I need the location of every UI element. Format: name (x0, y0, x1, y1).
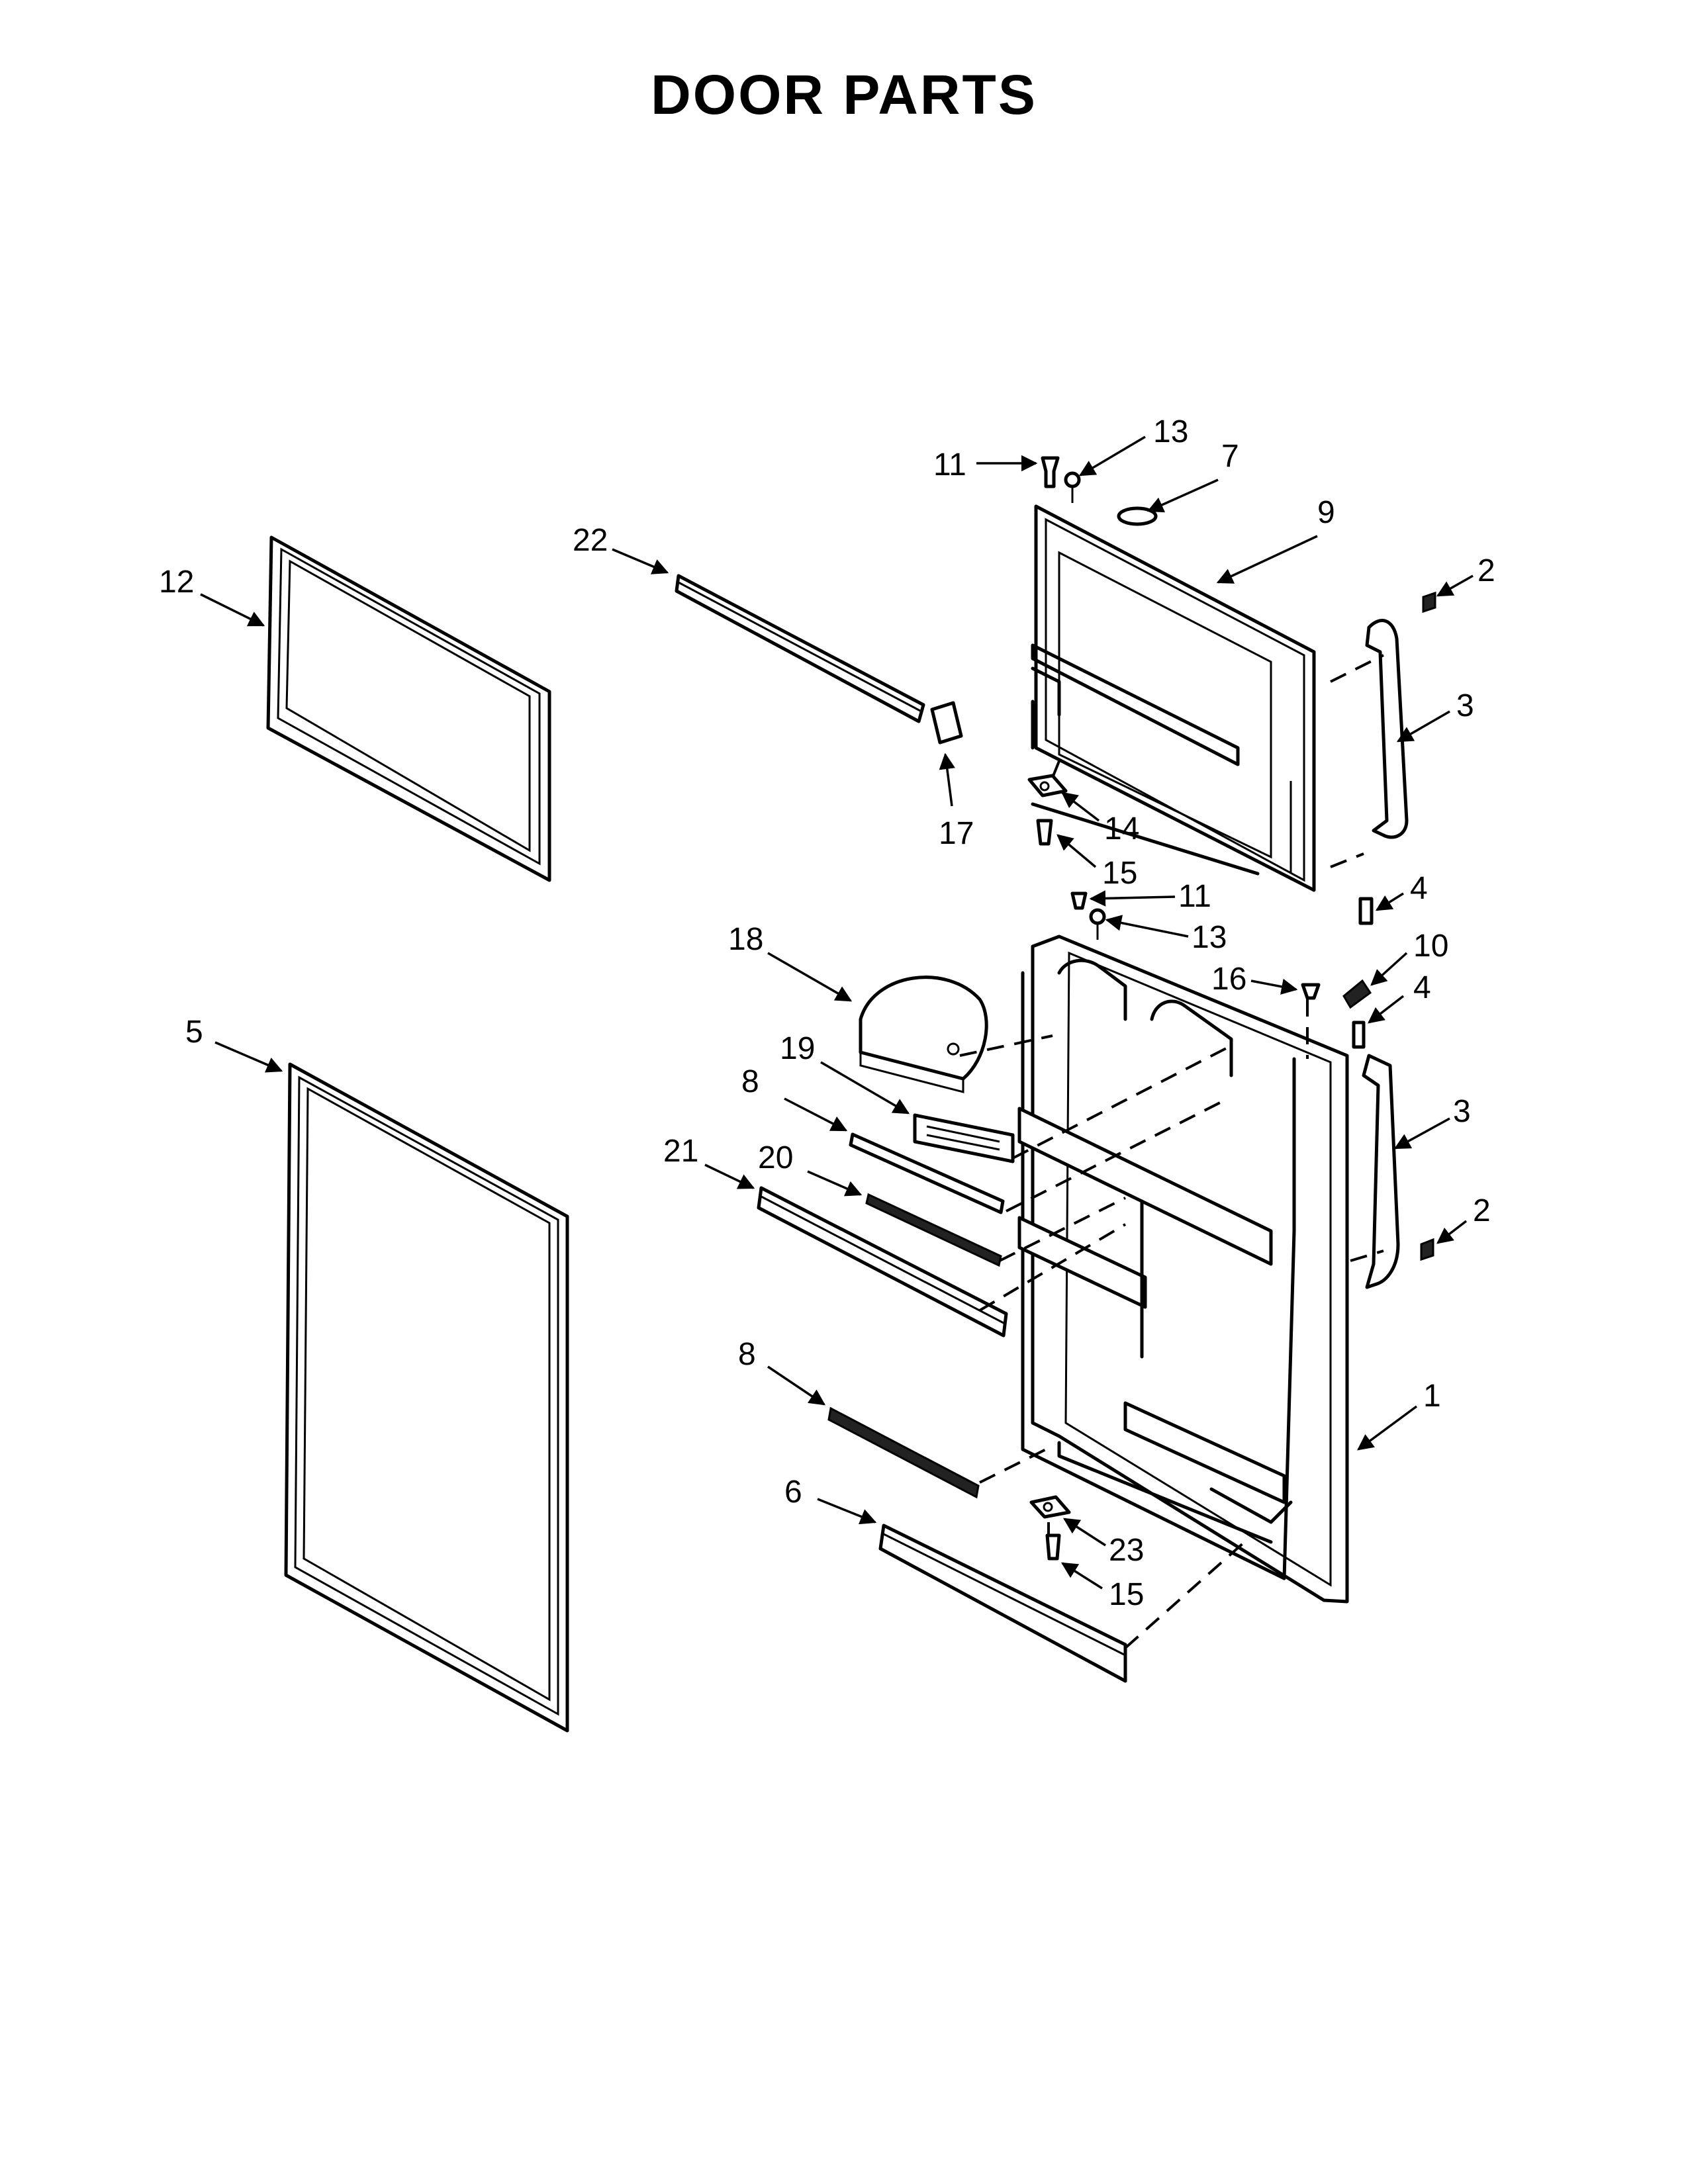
callout-8: 8 (741, 1064, 759, 1099)
page-title: DOOR PARTS (651, 64, 1037, 126)
clip-part-2-lower (1420, 1238, 1434, 1261)
refrigerator-gasket-part-5 (284, 1062, 569, 1733)
assembly-lines (959, 654, 1384, 1649)
dairy-door-part-18 (859, 976, 988, 1093)
callout-13: 13 (1192, 920, 1227, 955)
handle-part-3-lower (1362, 1054, 1400, 1289)
callout-15: 15 (1102, 856, 1137, 891)
callout-9: 9 (1317, 495, 1335, 530)
trim-part-20 (865, 1193, 1002, 1267)
leader-arrows (200, 435, 1474, 1590)
callout-16: 16 (1211, 962, 1246, 997)
callout-14: 14 (1104, 811, 1139, 846)
washer-part-7 (1117, 506, 1158, 526)
callout-17: 17 (939, 816, 974, 851)
screw-part-4-upper (1358, 897, 1374, 925)
callout-10: 10 (1413, 929, 1448, 964)
callout-18: 18 (728, 922, 763, 957)
trim-part-8-upper (849, 1132, 1005, 1214)
callout-labels: 13 11 7 9 2 22 12 3 17 14 15 11 4 13 18 … (159, 414, 1495, 1612)
plug-part-16 (1301, 983, 1321, 1000)
refrigerator-door-part-1 (1017, 934, 1349, 1604)
callout-3: 3 (1453, 1094, 1471, 1129)
callout-3: 3 (1456, 688, 1474, 723)
callout-4: 4 (1413, 970, 1431, 1005)
freezer-door-trim-part-22 (675, 574, 925, 723)
handle-part-3-upper (1365, 619, 1409, 839)
callout-8: 8 (738, 1337, 756, 1372)
trim-part-8-lower (827, 1406, 980, 1499)
callout-20: 20 (758, 1140, 793, 1175)
callout-21: 21 (663, 1134, 698, 1169)
screw-part-13-upper (1064, 471, 1081, 503)
callout-11: 11 (1178, 879, 1211, 914)
clip-part-2-upper (1422, 591, 1436, 614)
cap-part-10 (1342, 979, 1372, 1009)
freezer-gasket-part-12 (266, 535, 551, 882)
callout-4: 4 (1410, 871, 1428, 906)
hinge-pin-part-11-lower (1070, 891, 1088, 910)
callout-23: 23 (1109, 1533, 1144, 1568)
screw-part-13-lower (1089, 908, 1106, 940)
callout-5: 5 (185, 1015, 203, 1050)
plate-part-19 (913, 1113, 1015, 1163)
callout-2: 2 (1473, 1193, 1491, 1228)
hinge-pin-part-11-upper (1041, 456, 1060, 488)
callout-6: 6 (784, 1475, 802, 1510)
hinge-part-23 (1029, 1495, 1071, 1519)
screw-part-15-upper (1036, 819, 1053, 846)
callout-22: 22 (573, 523, 608, 558)
trim-part-6 (878, 1524, 1127, 1683)
callout-11: 11 (933, 447, 966, 482)
hinge-part-14 (1027, 774, 1068, 797)
callout-2: 2 (1477, 553, 1495, 588)
callout-15: 15 (1109, 1577, 1144, 1612)
screw-part-4-lower (1352, 1021, 1366, 1049)
trim-part-21 (757, 1186, 1008, 1338)
callout-19: 19 (780, 1031, 815, 1066)
trim-clip-part-17 (930, 701, 963, 745)
freezer-door-part-9 (1031, 504, 1316, 892)
screw-part-15-lower (1045, 1533, 1061, 1561)
callout-13: 13 (1153, 414, 1188, 449)
callout-7: 7 (1221, 439, 1239, 474)
callout-1: 1 (1423, 1379, 1441, 1414)
callout-12: 12 (159, 565, 194, 600)
